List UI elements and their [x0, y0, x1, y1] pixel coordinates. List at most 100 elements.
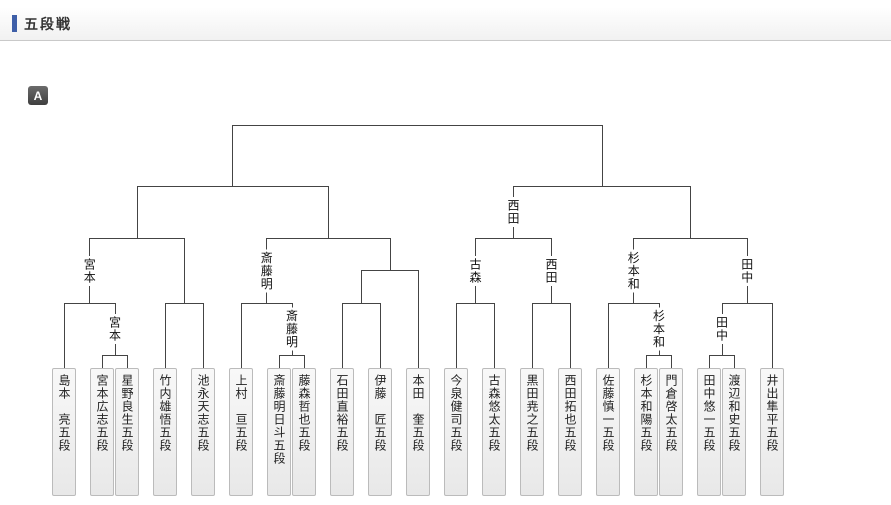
player-name: 星野良生五段: [120, 374, 134, 452]
bracket-line: [266, 238, 391, 239]
player-name: 竹内雄悟五段: [158, 374, 172, 452]
player-name: 宮本広志五段: [95, 374, 109, 452]
bracket-line: [279, 355, 280, 368]
player-name: 田中悠一五段: [702, 374, 716, 452]
bracket-line: [241, 303, 242, 368]
player-box: 石田直裕五段: [330, 368, 354, 496]
block-a-badge: A: [28, 86, 48, 105]
player-name: 石田直裕五段: [335, 374, 349, 452]
player-name: 黒田尭之五段: [525, 374, 539, 452]
bracket-line: [304, 355, 305, 368]
player-name: 今泉健司五段: [449, 374, 463, 452]
player-name: 古森悠太五段: [487, 374, 501, 452]
player-box: 藤森哲也五段: [292, 368, 316, 496]
bracket-line: [734, 355, 735, 368]
bracket-line: [772, 303, 773, 368]
bracket-line: [203, 303, 204, 368]
winner-label: 杉本和: [651, 307, 666, 351]
bracket-line: [102, 355, 103, 368]
bracket-line: [342, 303, 343, 368]
bracket-line: [494, 303, 495, 368]
player-box: 渡辺和史五段: [722, 368, 746, 496]
bracket-line: [646, 355, 672, 356]
bracket-line: [184, 238, 185, 303]
player-name: 渡辺和史五段: [727, 374, 741, 452]
player-box: 古森悠太五段: [482, 368, 506, 496]
winner-label: 古森: [468, 255, 482, 286]
player-box: 井出隼平五段: [760, 368, 784, 496]
bracket-line: [89, 238, 185, 239]
bracket-line: [475, 238, 552, 239]
bracket-line: [361, 270, 362, 303]
bracket-line: [64, 303, 65, 368]
player-box: 斎藤明日斗五段: [267, 368, 291, 496]
player-box: 上村 亘五段: [229, 368, 253, 496]
player-name: 池永天志五段: [196, 374, 210, 452]
bracket-line: [127, 355, 128, 368]
player-box: 池永天志五段: [191, 368, 215, 496]
bracket-line: [456, 303, 495, 304]
player-name: 杉本和陽五段: [639, 374, 653, 452]
bracket-line: [232, 125, 234, 186]
player-name: 伊藤 匠五段: [373, 374, 387, 452]
bracket-line: [327, 186, 329, 238]
bracket-line: [608, 303, 609, 368]
bracket-line: [570, 303, 571, 368]
bracket-line: [456, 303, 457, 368]
winner-label: 斎藤明: [284, 307, 299, 351]
winner-label: 田中: [714, 314, 729, 344]
bracket-line: [608, 303, 660, 304]
bracket-line: [136, 186, 138, 238]
player-box: 星野良生五段: [115, 368, 139, 496]
bracket-line: [532, 303, 571, 304]
bracket-line: [532, 303, 533, 368]
player-box: 宮本広志五段: [90, 368, 114, 496]
player-box: 島本 亮五段: [52, 368, 76, 496]
bracket-line: [646, 355, 647, 368]
winner-label: 斎藤明: [259, 249, 274, 292]
player-name: 井出隼平五段: [765, 374, 779, 452]
player-name: 藤森哲也五段: [297, 374, 311, 452]
player-box: 黒田尭之五段: [520, 368, 544, 496]
winner-label: 西田: [544, 255, 558, 286]
bracket-line: [601, 125, 603, 186]
bracket-line: [380, 303, 381, 368]
page-title: 五段戦: [24, 15, 72, 32]
bracket-line: [709, 355, 735, 356]
bracket-line: [671, 355, 672, 368]
winner-label: 西田: [506, 197, 520, 227]
bracket-line: [721, 303, 773, 304]
bracket-line: [513, 186, 691, 187]
bracket-line: [279, 355, 305, 356]
winner-label: 杉本和: [626, 249, 641, 292]
winner-label: 田中: [739, 255, 754, 286]
bracket-line: [633, 238, 748, 239]
bracket-line: [102, 355, 128, 356]
player-box: 今泉健司五段: [444, 368, 468, 496]
player-box: 杉本和陽五段: [634, 368, 658, 496]
player-name: 西田拓也五段: [563, 374, 577, 452]
bracket-line: [165, 303, 204, 304]
player-name: 斎藤明日斗五段: [272, 374, 286, 465]
player-name: 佐藤慎一五段: [601, 374, 615, 452]
player-name: 島本 亮五段: [57, 374, 71, 452]
player-box: 西田拓也五段: [558, 368, 582, 496]
bracket-line: [418, 270, 419, 368]
bracket-line: [342, 303, 381, 304]
player-name: 本田 奎五段: [411, 374, 425, 452]
bracket-line: [361, 270, 419, 271]
header-accent-bar: [12, 15, 17, 32]
player-box: 田中悠一五段: [697, 368, 721, 496]
player-box: 本田 奎五段: [406, 368, 430, 496]
player-box: 伊藤 匠五段: [368, 368, 392, 496]
player-box: 竹内雄悟五段: [153, 368, 177, 496]
page-header: 五段戦: [0, 7, 891, 41]
bracket-line: [136, 186, 329, 187]
bracket-line: [709, 355, 710, 368]
bracket-line: [690, 186, 691, 238]
player-box: 門倉啓太五段: [659, 368, 683, 496]
bracket-line: [389, 238, 391, 270]
player-box: 佐藤慎一五段: [596, 368, 620, 496]
player-name: 門倉啓太五段: [664, 374, 678, 452]
